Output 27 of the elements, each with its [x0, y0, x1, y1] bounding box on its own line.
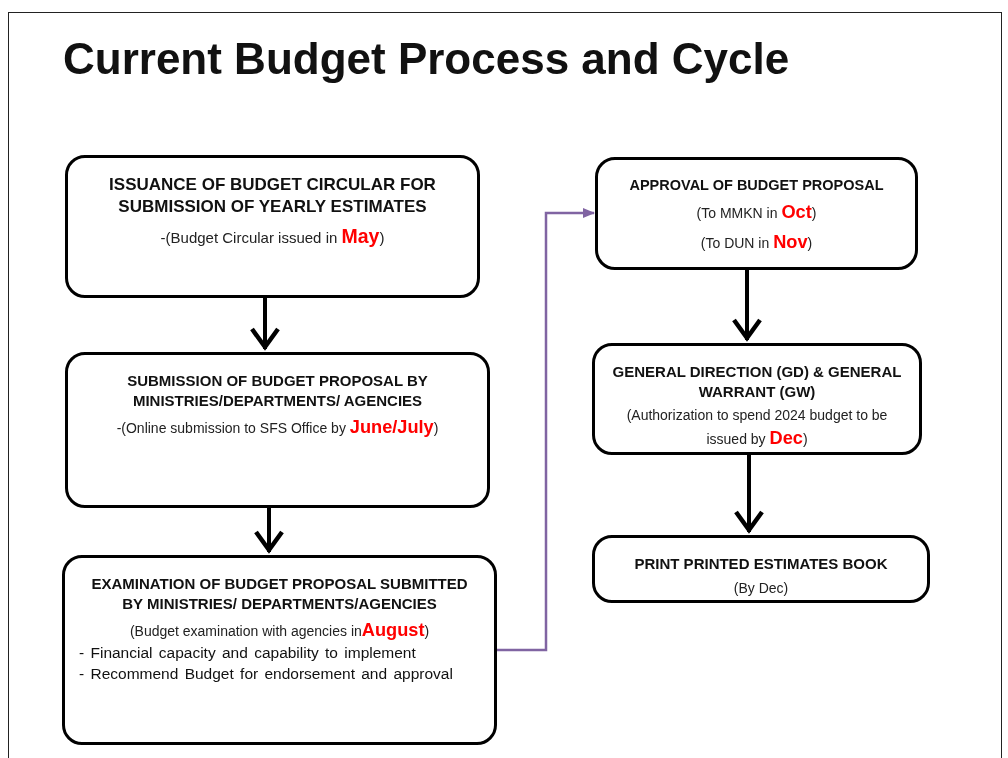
process-box [65, 155, 480, 298]
arrow [249, 298, 281, 350]
step-note: (Authorization to spend 2024 budget to be issued by Dec) [625, 406, 889, 451]
step-heading: ISSUANCE OF BUDGET CIRCULAR FOR SUBMISSION OF YEARLY ESTIMATES [108, 174, 437, 219]
arrow [731, 270, 763, 341]
arrow [497, 208, 595, 652]
step-heading: SUBMISSION OF BUDGET PROPOSAL BY MINISTRIES/DEPARTMENTS/ AGENCIES [126, 371, 429, 410]
bullet-item: - Financial capacity and capability to implement [79, 643, 417, 664]
step-note: -(Budget Circular issued in May) [160, 224, 385, 250]
bullet-item: - Recommend Budget for endorsement and approval [79, 663, 454, 684]
process-box [592, 343, 922, 455]
step-note: (By Dec) [733, 578, 789, 598]
arrow [253, 508, 285, 553]
step-heading: PRINT PRINTED ESTIMATES BOOK [634, 554, 888, 574]
process-box [65, 352, 490, 508]
step-note: (To MMKN in Oct) [696, 200, 817, 224]
process-box [595, 157, 918, 270]
step-heading: GENERAL DIRECTION (GD) & GENERAL WARRANT (GW) [611, 362, 903, 401]
step-note: (Budget examination with agencies inAugust) [129, 619, 430, 642]
step-note: (To DUN in Nov) [700, 231, 813, 255]
arrow [733, 455, 765, 533]
title: Current Budget Process and Cycle [63, 34, 790, 84]
step-heading: EXAMINATION OF BUDGET PROPOSAL SUBMITTED BY MINISTRIES/ DEPARTMENTS/AGENCIES [90, 574, 469, 613]
process-box [592, 535, 930, 603]
process-box [62, 555, 497, 745]
step-heading: APPROVAL OF BUDGET PROPOSAL [629, 176, 884, 195]
step-note: -(Online submission to SFS Office by June/July) [116, 416, 439, 439]
